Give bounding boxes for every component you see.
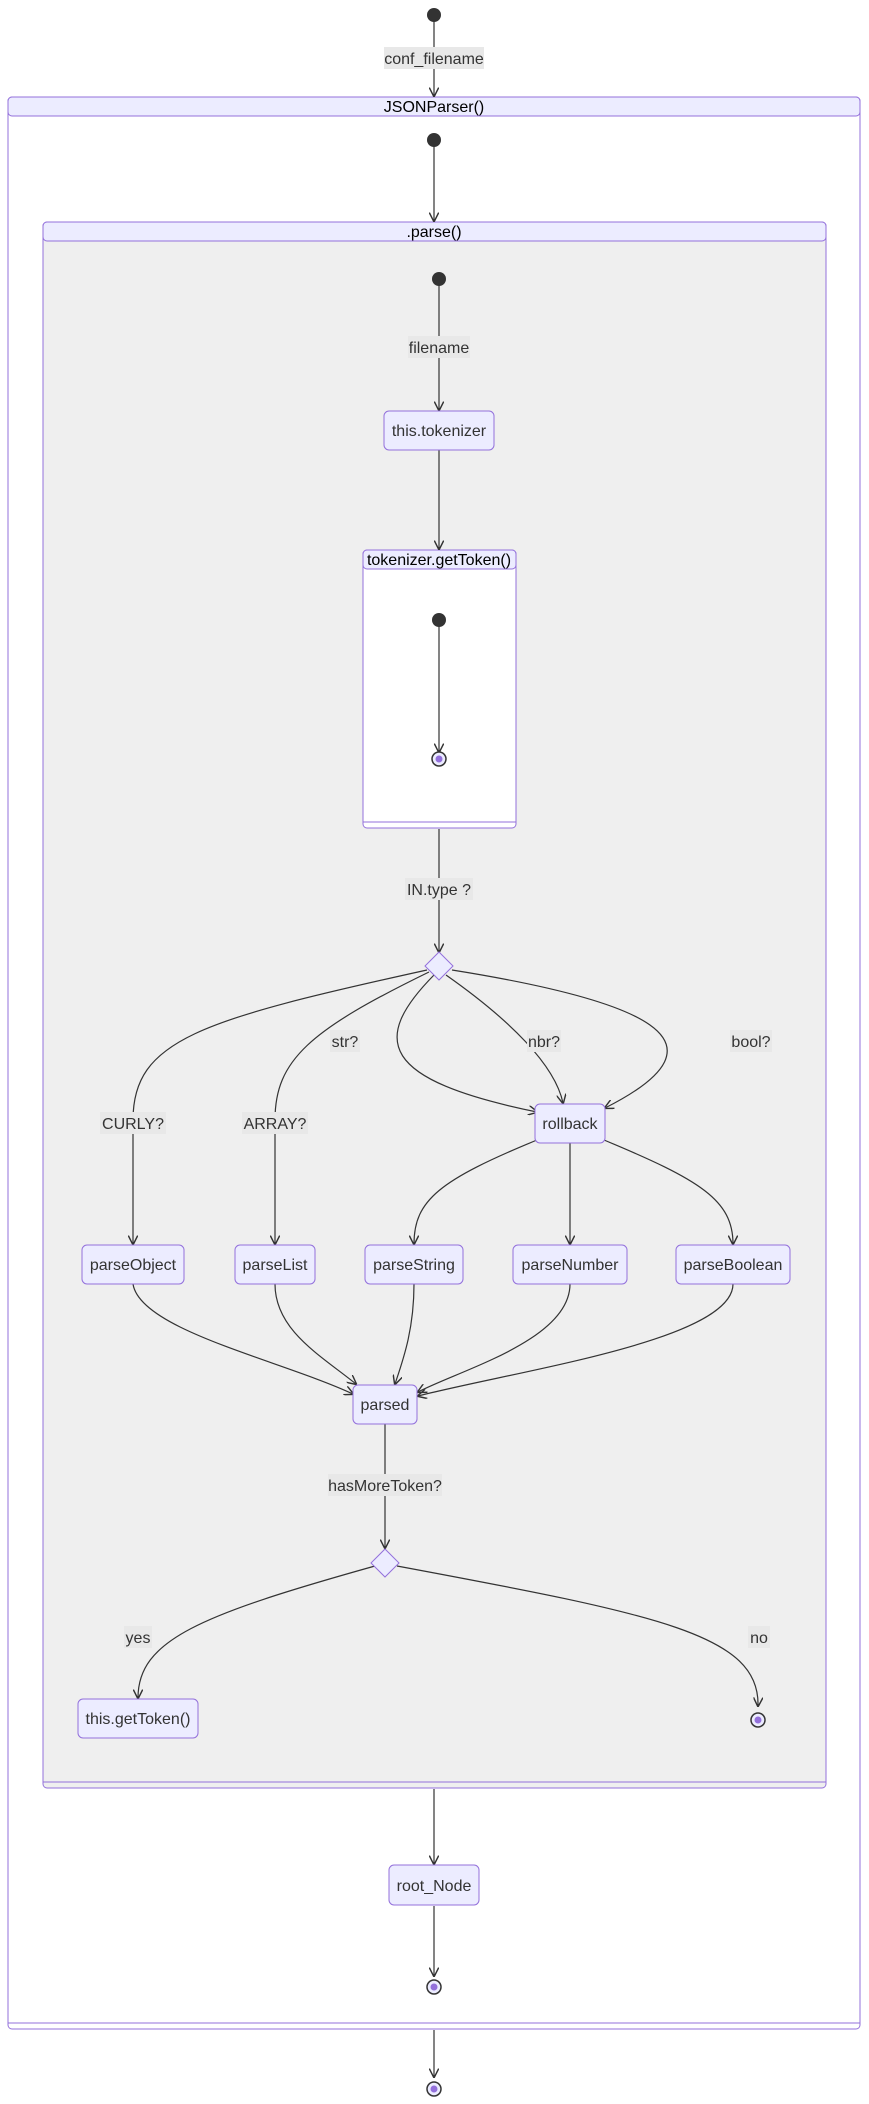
get-token-end-marker — [431, 751, 447, 767]
label-filename: filename — [408, 336, 470, 358]
edge-choice-to-rollback-nbr — [445, 974, 563, 1103]
node-parse-object-label: parseObject — [90, 1257, 177, 1274]
edge-rollback-to-parse-string — [414, 1139, 538, 1244]
get-token-start-marker — [432, 613, 446, 627]
node-parse-number-label: parseNumber — [522, 1257, 620, 1274]
label-str: str? — [330, 1030, 360, 1052]
node-parsed-label: parsed — [361, 1397, 410, 1414]
edge-rollback-to-parse-boolean — [603, 1139, 733, 1244]
start-marker — [427, 8, 441, 22]
edge-parse-string-to-parsed — [395, 1283, 415, 1384]
node-this-get-token: this.getToken() — [77, 1698, 199, 1739]
type-choice-diamond — [424, 951, 454, 981]
edge-choice-to-rollback-bool — [451, 969, 668, 1108]
label-array: ARRAY? — [242, 1112, 308, 1134]
node-root-node: root_Node — [388, 1864, 480, 1906]
cluster-json-parser-title: JSONParser() — [384, 99, 484, 116]
state-markers — [370, 8, 766, 2097]
edge-choice-to-end-no — [396, 1565, 758, 1706]
label-str-text: str? — [332, 1034, 359, 1051]
edge-choice-to-parse-object — [133, 969, 428, 1244]
has-more-choice-diamond — [370, 1548, 400, 1578]
label-no: no — [748, 1626, 770, 1648]
json-parser-end-marker — [426, 1979, 442, 1995]
label-bool: bool? — [730, 1030, 772, 1052]
node-parse-string-label: parseString — [373, 1257, 455, 1274]
cluster-parse-title: .parse() — [406, 224, 461, 241]
label-in-type: IN.type ? — [405, 878, 473, 900]
node-parse-list-label: parseList — [243, 1257, 308, 1274]
node-parse-list: parseList — [234, 1244, 316, 1285]
label-has-more-token: hasMoreToken? — [328, 1474, 442, 1496]
label-yes: yes — [124, 1626, 152, 1648]
edge-parse-object-to-parsed — [132, 1283, 353, 1394]
label-conf-filename: conf_filename — [384, 47, 484, 69]
label-curly: CURLY? — [100, 1112, 166, 1134]
node-rollback-label: rollback — [542, 1116, 598, 1133]
edge-parse-number-to-parsed — [418, 1283, 571, 1392]
node-parse-string: parseString — [364, 1244, 464, 1285]
json-parser-start-marker — [427, 133, 441, 147]
node-parse-object: parseObject — [81, 1244, 185, 1285]
label-array-text: ARRAY? — [244, 1116, 307, 1133]
node-parse-boolean: parseBoolean — [675, 1244, 791, 1285]
label-nbr-text: nbr? — [528, 1034, 560, 1051]
node-this-tokenizer: this.tokenizer — [383, 410, 495, 451]
edge-parse-boolean-to-parsed — [418, 1283, 734, 1396]
edge-choice-to-parse-list — [275, 971, 430, 1244]
edge-choice-to-get-token-yes — [138, 1565, 376, 1698]
edge-labels: conf_filename filename IN.type ? str? nb… — [100, 47, 772, 1648]
parse-start-marker — [432, 272, 446, 286]
state-nodes: this.tokenizer rollback parseObject pars… — [77, 410, 791, 1906]
label-bool-text: bool? — [731, 1034, 770, 1051]
cluster-parse: .parse() — [42, 221, 827, 1789]
label-curly-text: CURLY? — [102, 1116, 164, 1133]
label-nbr: nbr? — [527, 1030, 561, 1052]
label-filename-text: filename — [409, 340, 470, 357]
node-root-node-label: root_Node — [397, 1878, 472, 1895]
label-yes-text: yes — [126, 1630, 151, 1647]
edge-choice-to-rollback-str — [396, 974, 537, 1112]
node-this-tokenizer-label: this.tokenizer — [392, 423, 487, 440]
label-has-more-token-text: hasMoreToken? — [328, 1478, 442, 1495]
node-rollback: rollback — [534, 1103, 606, 1144]
cluster-get-token-title: tokenizer.getToken() — [367, 552, 511, 569]
node-parse-number: parseNumber — [512, 1244, 628, 1285]
node-parse-boolean-label: parseBoolean — [684, 1257, 783, 1274]
edge-parse-list-to-parsed — [274, 1283, 356, 1384]
label-in-type-text: IN.type ? — [407, 882, 471, 899]
label-no-text: no — [750, 1630, 768, 1647]
end-marker — [426, 2081, 442, 2097]
node-parsed: parsed — [352, 1384, 418, 1425]
no-end-marker — [750, 1712, 766, 1728]
node-this-get-token-label: this.getToken() — [86, 1711, 191, 1728]
label-conf-filename-text: conf_filename — [384, 51, 484, 68]
